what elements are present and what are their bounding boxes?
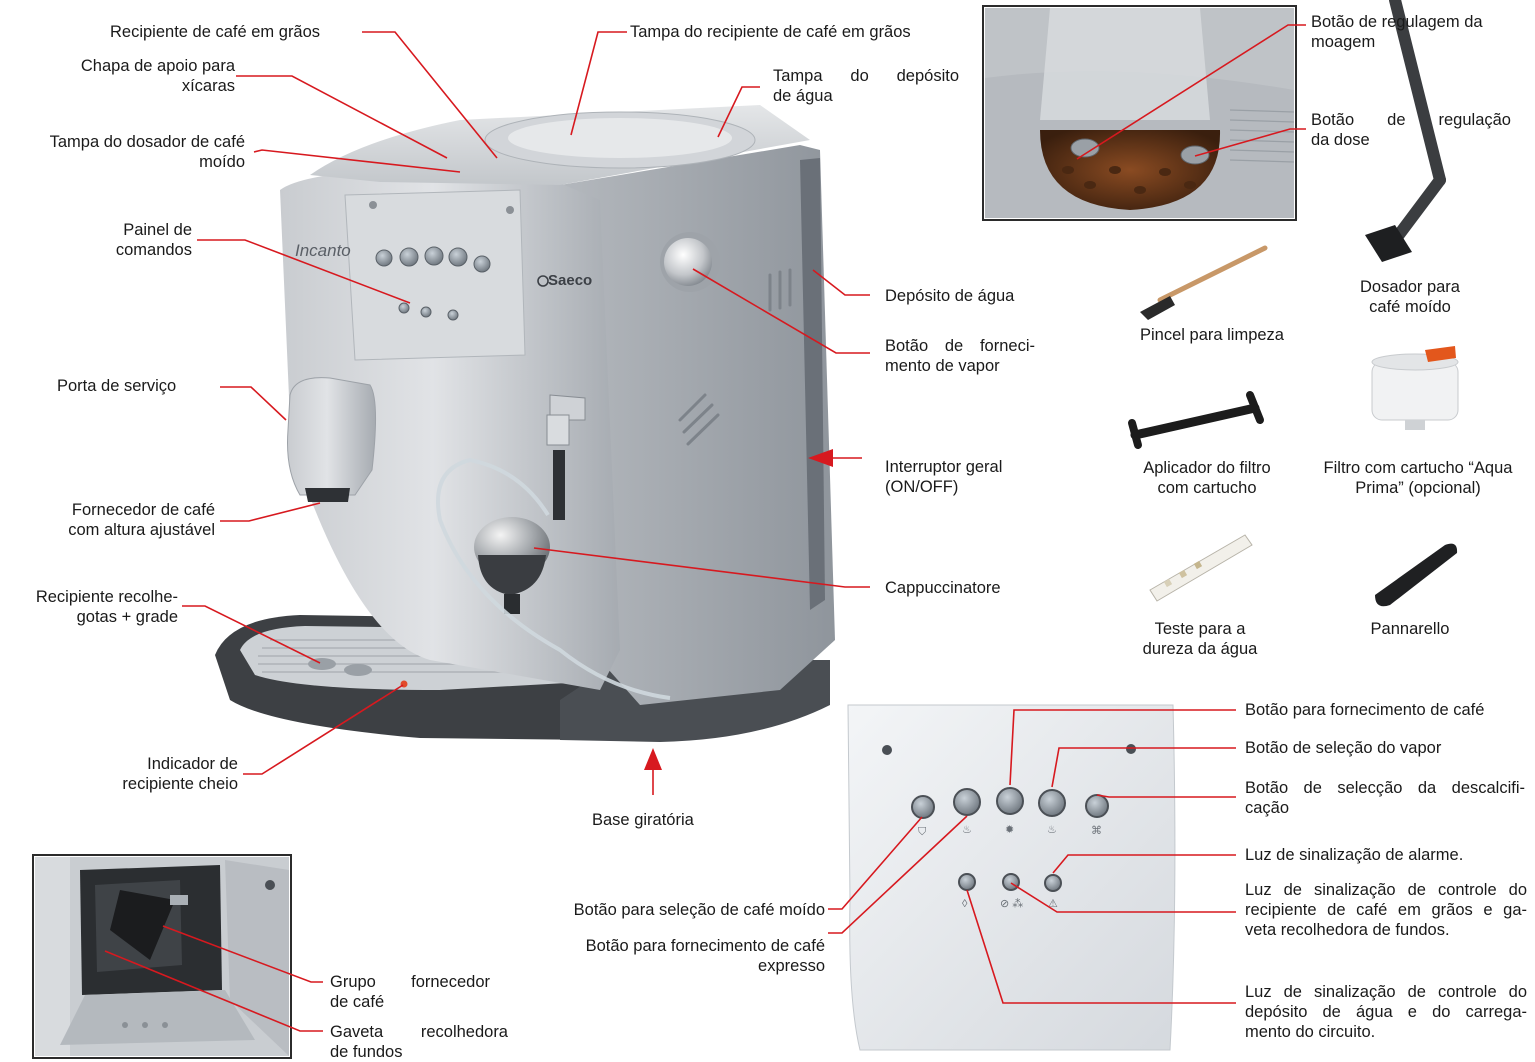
grinder-inset	[982, 5, 1297, 221]
label-water-tank: Depósito de água	[885, 287, 1015, 305]
label-bean-container-lid: Tampa do recipiente de café em grãos	[630, 23, 911, 41]
label-ground-coffee-button: Botão para seleção de café moído	[573, 901, 825, 919]
label-cleaning-brush: Pincel para limpeza	[1140, 326, 1284, 344]
panel-symbols: ⛉ ♨ ✹ ♨ ⌘ ◊ ⊘ ⁂ ⚠	[918, 824, 1102, 910]
applicator-icon	[1128, 391, 1264, 449]
label-pannarello: Pannarello	[1370, 620, 1450, 638]
coffee-dispense-button-icon	[996, 787, 1024, 815]
label-steam-knob: Botão de forneci-mento de vapor	[885, 337, 1035, 375]
label-bean-container: Recipiente de café em grãos	[110, 23, 321, 41]
pannarello-icon	[1375, 543, 1458, 607]
label-coffee-dispense-button: Botão para fornecimento de café	[1245, 701, 1485, 719]
svg-text:⌘: ⌘	[1091, 825, 1102, 837]
leader-lines	[104, 24, 1306, 1032]
brew-group-inset	[32, 854, 292, 1059]
svg-text:⛉: ⛉	[918, 826, 927, 838]
svg-text:◊: ◊	[962, 898, 968, 910]
espresso-button-icon	[953, 788, 981, 816]
control-panel-detail: ⛉ ♨ ✹ ♨ ⌘ ◊ ⊘ ⁂ ⚠	[847, 704, 1176, 1051]
label-service-door: Porta de serviço	[57, 377, 177, 395]
steam-button-icon	[1038, 789, 1066, 817]
beans-light-icon	[1002, 873, 1020, 891]
alarm-light-icon	[1044, 874, 1062, 892]
label-main-switch: Interruptor geral(ON/OFF)	[885, 458, 1003, 496]
scoop-icon	[1365, 0, 1446, 262]
svg-text:♨: ♨	[1047, 824, 1057, 836]
on-off-arrow-icon	[808, 449, 833, 467]
label-steam-button: Botão de seleção do vapor	[1245, 739, 1442, 757]
svg-text:⊘ ⁂: ⊘ ⁂	[1000, 898, 1023, 910]
coffee-machine-illustration: Incanto Saeco	[215, 105, 835, 742]
label-descaling-button: Botão de selecção da descalcifi-cação	[1245, 779, 1525, 817]
label-swivel-base: Base giratória	[592, 811, 694, 829]
swivel-base-arrow-icon	[644, 748, 662, 770]
label-alarm-light: Luz de sinalização de alarme.	[1245, 846, 1464, 864]
label-cappuccinatore: Cappuccinatore	[885, 579, 1001, 597]
test-strip-icon	[1149, 534, 1253, 602]
svg-text:✹: ✹	[1005, 824, 1014, 836]
water-light-icon	[958, 873, 976, 891]
descaling-button-icon	[1085, 794, 1109, 818]
saeco-logo: Saeco	[548, 272, 592, 289]
svg-text:⚠: ⚠	[1048, 898, 1058, 910]
svg-text:♨: ♨	[962, 824, 972, 836]
accessory-icons	[1128, 0, 1459, 607]
brush-icon	[1140, 245, 1268, 320]
filter-cartridge-icon	[1371, 346, 1459, 430]
label-drip-tray: Recipiente recolhe-gotas + grade	[35, 588, 178, 626]
ground-coffee-button-icon	[911, 795, 935, 819]
model-logo: Incanto	[295, 241, 351, 260]
